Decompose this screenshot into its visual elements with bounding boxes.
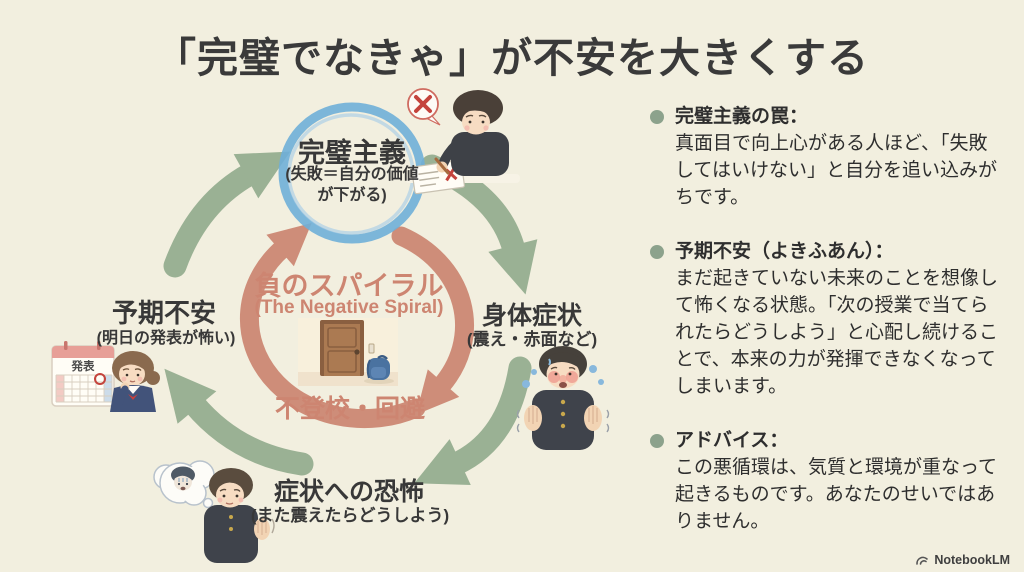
spiral-arrow-right — [391, 226, 474, 415]
note-item-advice: アドバイス： この悪循環は、気質と環境が重なって起きるものです。あなたのせいでは… — [650, 428, 1018, 536]
center-spiral-subheading: (The Negative Spiral) — [254, 297, 444, 318]
illustration-blushing-boy — [516, 346, 610, 450]
node-perfectionism-label: 完璧主義 — [298, 138, 406, 168]
node-anticipatory-anxiety-label: 予期不安 — [111, 298, 217, 328]
node-fear-of-symptoms-sublabel: (また震えたらどうしよう) — [250, 506, 450, 525]
bullet-dot-icon — [650, 244, 664, 259]
center-spiral-heading: 負のスパイラル — [254, 271, 444, 301]
illustration-boy-writing — [405, 88, 520, 195]
illustration-door-backpack — [298, 318, 398, 386]
center-avoidance-label: 不登校・回避 — [274, 395, 426, 423]
note-body: まだ起きていない未来のことを想像して怖くなる状態。「次の授業で当てられたらどうし… — [675, 267, 999, 397]
inner-spiral-arrows — [239, 222, 474, 429]
node-fear-of-symptoms-label: 症状への恐怖 — [273, 478, 425, 506]
note-heading: 予期不安（よきふあん）： — [675, 240, 894, 262]
notes-panel: 完璧主義の罠： 真面目で向上心がある人ほど、「失敗してはいけない」と自分を追い込… — [650, 104, 1018, 536]
bullet-dot-icon — [650, 110, 664, 124]
note-item-anticipatory-anxiety: 予期不安（よきふあん）： まだ起きていない未来のことを想像して怖くなる状態。「次… — [650, 239, 1018, 401]
arrow-bottom-right — [414, 356, 532, 486]
node-anticipatory-anxiety-sublabel: (明日の発表が怖い) — [96, 330, 236, 347]
illustration-girl-calendar: 発表 — [51, 341, 160, 412]
spiral-arrow-left — [239, 222, 426, 429]
illustration-thought-boy — [153, 460, 275, 563]
page-title: 「完璧でなきゃ」が不安を大きくする — [155, 35, 869, 81]
note-body: 真面目で向上心がある人ほど、「失敗してはいけない」と自分を追い込みがちです。 — [675, 132, 998, 208]
node-perfectionism-sublabel: (失敗＝自分の価値が下がる) — [285, 166, 419, 204]
note-heading: アドバイス： — [675, 429, 789, 451]
node-physical-symptoms-sublabel: (震え・赤面など) — [466, 330, 598, 349]
arrow-top-left — [163, 151, 291, 278]
footer-brand: NotebookLM — [915, 553, 1010, 567]
notebooklm-logo-icon — [916, 556, 929, 565]
arrow-bottom-left — [164, 368, 314, 476]
note-item-perfectionism-trap: 完璧主義の罠： 真面目で向上心がある人ほど、「失敗してはいけない」と自分を追い込… — [650, 104, 1018, 212]
footer-brand-text: NotebookLM — [934, 553, 1010, 567]
note-body: この悪循環は、気質と環境が重なって起きるものです。あなたのせいではありません。 — [675, 456, 998, 532]
calendar-title: 発表 — [71, 359, 95, 373]
note-heading: 完璧主義の罠： — [675, 106, 809, 127]
bullet-dot-icon — [650, 433, 664, 448]
node-physical-symptoms-label: 身体症状 — [481, 302, 583, 330]
